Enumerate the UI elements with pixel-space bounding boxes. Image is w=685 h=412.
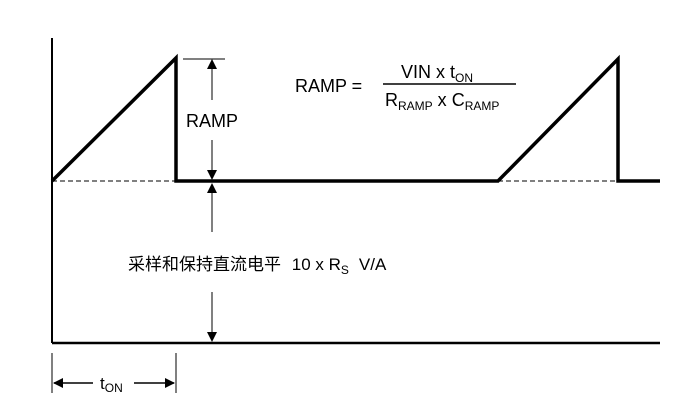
formula-numerator: VIN x tON	[401, 62, 473, 85]
formula-denominator: RRAMP x CRAMP	[385, 90, 499, 113]
denominator-c: C	[452, 90, 465, 110]
dc-level-sub: S	[341, 263, 349, 277]
denominator-times: x	[433, 90, 452, 110]
dc-level-chinese: 采样和保持直流电平	[128, 255, 281, 275]
ton-main: t	[100, 374, 105, 393]
dc-level-unit: V/A	[359, 255, 387, 274]
formula-lhs: RAMP =	[295, 76, 362, 96]
denominator-c-sub: RAMP	[465, 99, 500, 113]
ramp-waveform	[50, 53, 660, 183]
numerator-main: VIN x t	[401, 62, 455, 82]
denominator-r: R	[385, 90, 398, 110]
dc-level-value: 10 x R	[292, 255, 341, 274]
numerator-sub: ON	[455, 71, 473, 85]
ton-label: tON	[100, 374, 123, 395]
ramp-label: RAMP	[186, 111, 238, 131]
dc-level-label: 采样和保持直流电平 10 x RS V/A	[128, 255, 387, 277]
ton-sub: ON	[105, 381, 123, 395]
denominator-r-sub: RAMP	[398, 99, 433, 113]
